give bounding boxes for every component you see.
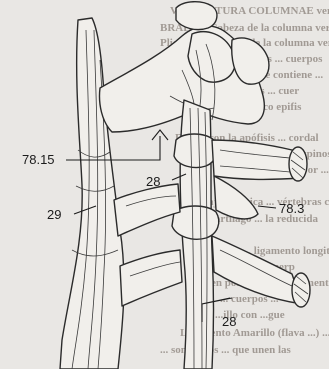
label-78-3: 78.3	[279, 201, 304, 216]
intervertebral-disc-upper	[174, 134, 217, 168]
label-28-center: 28	[146, 174, 160, 189]
middle-lamina	[114, 184, 180, 236]
label-78-15: 78.15	[22, 152, 55, 167]
upper-rib-section	[289, 147, 307, 181]
label-28-bottom: 28	[222, 314, 236, 329]
label-29: 29	[47, 207, 61, 222]
upper-rib-shaft	[212, 140, 300, 179]
lower-lamina	[120, 250, 182, 306]
posterior-column	[60, 18, 124, 369]
lower-laminae	[114, 184, 182, 306]
posterior-column-shape	[60, 18, 124, 369]
upper-articular-process	[176, 2, 217, 30]
bleed-line-19: ... son cortos ... que unen las	[160, 344, 292, 356]
lower-rib-section	[292, 273, 310, 307]
